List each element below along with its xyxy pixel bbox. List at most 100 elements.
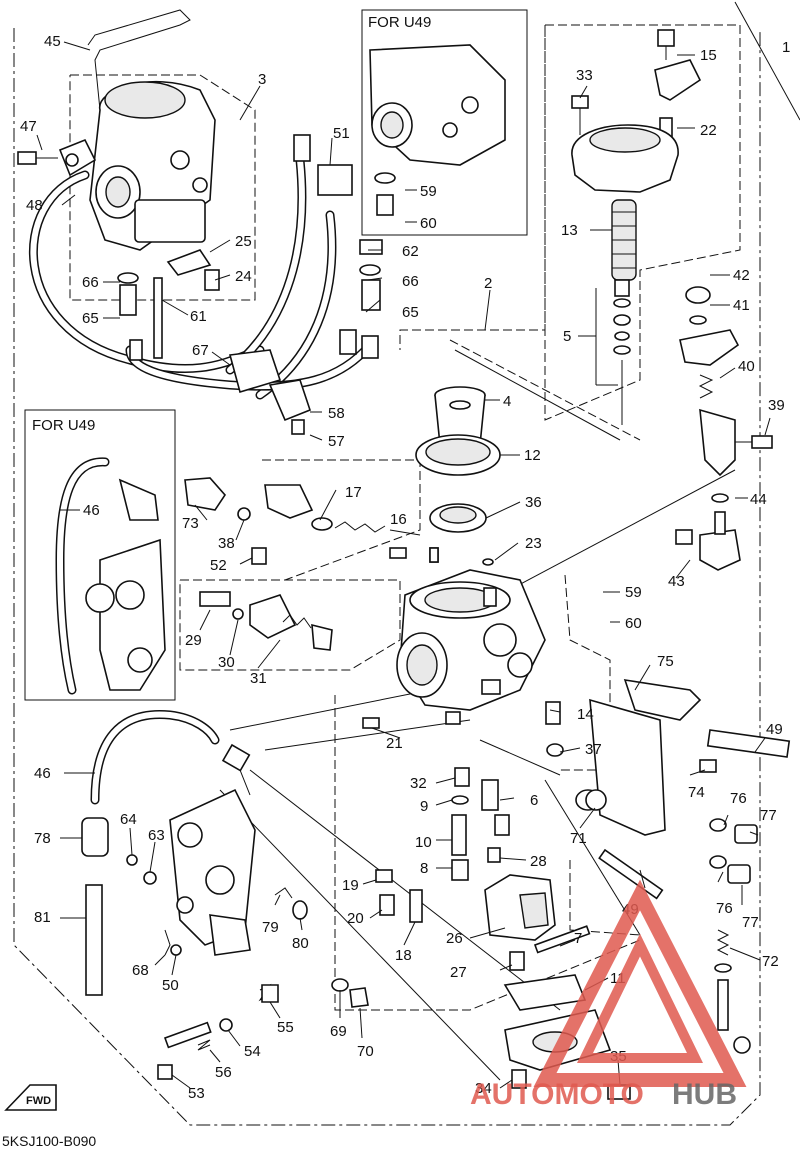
callout-60-u49: 60 bbox=[420, 215, 437, 232]
callout-25: 25 bbox=[235, 233, 252, 250]
callout-26: 26 bbox=[446, 930, 463, 947]
callout-34: 34 bbox=[475, 1080, 492, 1097]
callout-17: 17 bbox=[345, 484, 362, 501]
callout-22: 22 bbox=[700, 122, 717, 139]
callout-39: 39 bbox=[768, 397, 785, 414]
callout-32: 32 bbox=[410, 775, 427, 792]
callout-63: 63 bbox=[148, 827, 165, 844]
callout-71: 71 bbox=[570, 830, 587, 847]
callout-20: 20 bbox=[347, 910, 364, 927]
callout-58: 58 bbox=[328, 405, 345, 422]
callout-21: 21 bbox=[386, 735, 403, 752]
callout-53: 53 bbox=[188, 1085, 205, 1102]
callout-64: 64 bbox=[120, 811, 137, 828]
callout-41: 41 bbox=[733, 297, 750, 314]
watermark-logo bbox=[533, 879, 747, 1087]
callout-9: 9 bbox=[420, 798, 428, 815]
callout-43: 43 bbox=[668, 573, 685, 590]
callout-3: 3 bbox=[258, 71, 266, 88]
callout-15: 15 bbox=[700, 47, 717, 64]
callout-79: 79 bbox=[262, 919, 279, 936]
callout-44: 44 bbox=[750, 491, 767, 508]
callout-67: 67 bbox=[192, 342, 209, 359]
callout-60-right: 60 bbox=[625, 615, 642, 632]
callout-36: 36 bbox=[525, 494, 542, 511]
drain-hoses bbox=[29, 155, 375, 400]
callout-45: 45 bbox=[44, 33, 61, 50]
callout-73: 73 bbox=[182, 515, 199, 532]
callout-70: 70 bbox=[357, 1043, 374, 1060]
u49-top-carb bbox=[369, 44, 506, 216]
callout-80: 80 bbox=[292, 935, 309, 952]
callout-47: 47 bbox=[20, 118, 37, 135]
callout-1: 1 bbox=[782, 39, 790, 56]
carburetor-assembly-overview bbox=[58, 9, 216, 251]
assembly-boundaries bbox=[13, 1, 800, 1126]
watermark-text-hub: HUB bbox=[672, 1078, 737, 1111]
callout-7: 7 bbox=[574, 930, 582, 947]
u49-top-box-title: FOR U49 bbox=[368, 14, 431, 31]
callout-31: 31 bbox=[250, 670, 267, 687]
callout-38: 38 bbox=[218, 535, 235, 552]
callout-74: 74 bbox=[688, 784, 705, 801]
callout-78: 78 bbox=[34, 830, 51, 847]
callout-48: 48 bbox=[26, 197, 43, 214]
callout-19: 19 bbox=[342, 877, 359, 894]
vacuum-chamber-group bbox=[571, 29, 702, 425]
callout-65-right: 65 bbox=[402, 304, 419, 321]
choke-plunger-group bbox=[675, 286, 773, 571]
callout-28: 28 bbox=[530, 853, 547, 870]
callout-37: 37 bbox=[585, 741, 602, 758]
callout-16: 16 bbox=[390, 511, 407, 528]
callout-57: 57 bbox=[328, 433, 345, 450]
callout-42: 42 bbox=[733, 267, 750, 284]
callout-61: 61 bbox=[190, 308, 207, 325]
callout-66-right: 66 bbox=[402, 273, 419, 290]
mounting-bracket-lower-left bbox=[81, 709, 369, 1080]
hose-fittings-top bbox=[117, 134, 383, 435]
diagram-code: 5KSJ100-B090 bbox=[2, 1133, 96, 1149]
callout-6: 6 bbox=[530, 792, 538, 809]
callout-77-upper: 77 bbox=[760, 807, 777, 824]
callout-77-lower: 77 bbox=[742, 914, 759, 931]
u49-left-bracket bbox=[55, 457, 166, 695]
callout-81: 81 bbox=[34, 909, 51, 926]
callout-56: 56 bbox=[215, 1064, 232, 1081]
fwd-badge-text: FWD bbox=[26, 1095, 51, 1107]
callout-62: 62 bbox=[402, 243, 419, 260]
callout-27: 27 bbox=[450, 964, 467, 981]
callout-50: 50 bbox=[162, 977, 179, 994]
throttle-linkage bbox=[575, 679, 791, 1054]
callout-10: 10 bbox=[415, 834, 432, 851]
callout-69: 69 bbox=[330, 1023, 347, 1040]
leader-lines bbox=[36, 41, 771, 1089]
callout-68: 68 bbox=[132, 962, 149, 979]
callout-49-upper: 49 bbox=[766, 721, 783, 738]
diaphragm-piston bbox=[415, 386, 501, 533]
callout-76-upper: 76 bbox=[730, 790, 747, 807]
callout-13: 13 bbox=[561, 222, 578, 239]
callout-55: 55 bbox=[277, 1019, 294, 1036]
callout-51: 51 bbox=[333, 125, 350, 142]
callout-40: 40 bbox=[738, 358, 755, 375]
callout-29: 29 bbox=[185, 632, 202, 649]
callout-8: 8 bbox=[420, 860, 428, 877]
screw-47 bbox=[17, 151, 58, 165]
callout-30: 30 bbox=[218, 654, 235, 671]
callout-75: 75 bbox=[657, 653, 674, 670]
callout-65-left: 65 bbox=[82, 310, 99, 327]
fwd-badge: FWD bbox=[4, 1084, 57, 1111]
callout-76-lower: 76 bbox=[716, 900, 733, 917]
callout-14: 14 bbox=[577, 706, 594, 723]
callout-4: 4 bbox=[503, 393, 511, 410]
callout-labels: 1 2 3 4 5 6 7 8 9 10 11 12 13 14 15 16 1… bbox=[20, 33, 790, 1102]
jets-and-float bbox=[362, 701, 631, 1100]
callout-46-lower: 46 bbox=[34, 765, 51, 782]
callout-66-left: 66 bbox=[82, 274, 99, 291]
callout-33: 33 bbox=[576, 67, 593, 84]
callout-54: 54 bbox=[244, 1043, 261, 1060]
callout-2: 2 bbox=[484, 275, 492, 292]
callout-23: 23 bbox=[525, 535, 542, 552]
callout-12: 12 bbox=[524, 447, 541, 464]
